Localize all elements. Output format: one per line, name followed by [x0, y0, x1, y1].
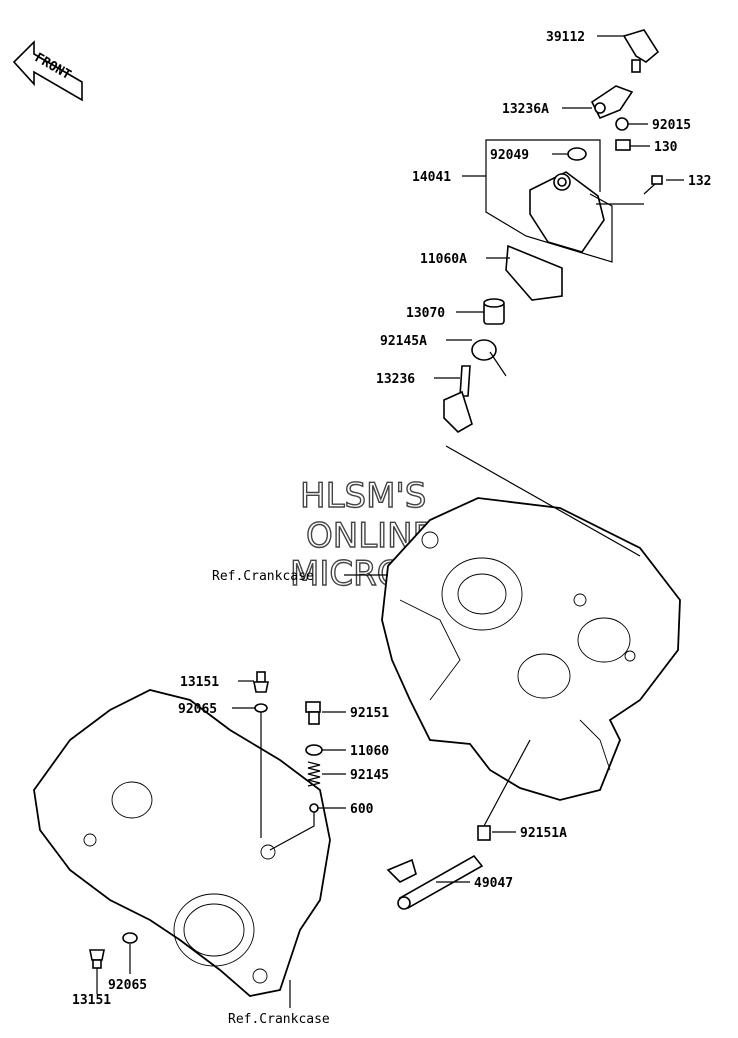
part-11060-gasket [305, 744, 323, 756]
ref-crankcase-upper: Ref.Crankcase [212, 569, 314, 584]
label-92065-top: 92065 [178, 702, 217, 717]
part-92145a-spring [471, 339, 507, 377]
part-14041-cover [529, 171, 605, 253]
part-13151-bolt-top [253, 671, 269, 693]
label-11060a: 11060A [420, 252, 467, 267]
label-600: 600 [350, 802, 374, 817]
part-11060a-gasket [505, 244, 563, 301]
crankcase-right [381, 497, 681, 801]
part-13236a-lever [590, 85, 634, 120]
label-39112: 39112 [546, 30, 585, 45]
ref-crankcase-lower: Ref.Crankcase [228, 1012, 330, 1027]
part-92145-spring [307, 761, 321, 787]
label-130: 130 [654, 140, 678, 155]
label-13070: 13070 [406, 306, 445, 321]
label-92049: 92049 [490, 148, 529, 163]
label-13151-bottom: 13151 [72, 993, 111, 1008]
part-92065-washer-bottom [122, 932, 138, 944]
part-13070-collar [483, 298, 505, 325]
leader-lines [96, 35, 684, 1008]
label-92145: 92145 [350, 768, 389, 783]
part-92049-oil-seal [567, 147, 587, 161]
part-92015-nut [615, 117, 629, 131]
label-132: 132 [688, 174, 711, 189]
part-600-ball [309, 803, 319, 813]
label-92015: 92015 [652, 118, 691, 133]
label-92151a: 92151A [520, 826, 567, 841]
label-14041: 14041 [412, 170, 451, 185]
label-92151: 92151 [350, 706, 389, 721]
label-13151-top: 13151 [180, 675, 219, 690]
part-92151-plug [305, 701, 321, 725]
part-132-bolt [643, 175, 663, 195]
part-130-bolt [615, 139, 631, 151]
part-13236-shift-shaft [443, 365, 473, 433]
label-92145a: 92145A [380, 334, 427, 349]
label-13236a: 13236A [502, 102, 549, 117]
front-arrow-icon: FRONT [12, 40, 83, 102]
watermark-line-1: HLSM'S [300, 476, 426, 516]
part-92151a-plug [477, 825, 491, 841]
part-39112-shift-lever [622, 29, 660, 73]
label-11060: 11060 [350, 744, 389, 759]
label-13236: 13236 [376, 372, 415, 387]
label-92065-bottom: 92065 [108, 978, 147, 993]
label-49047: 49047 [474, 876, 513, 891]
part-13151-bolt-bottom [89, 949, 105, 969]
crankcase-left [33, 689, 331, 997]
part-92065-washer-top [254, 703, 268, 713]
